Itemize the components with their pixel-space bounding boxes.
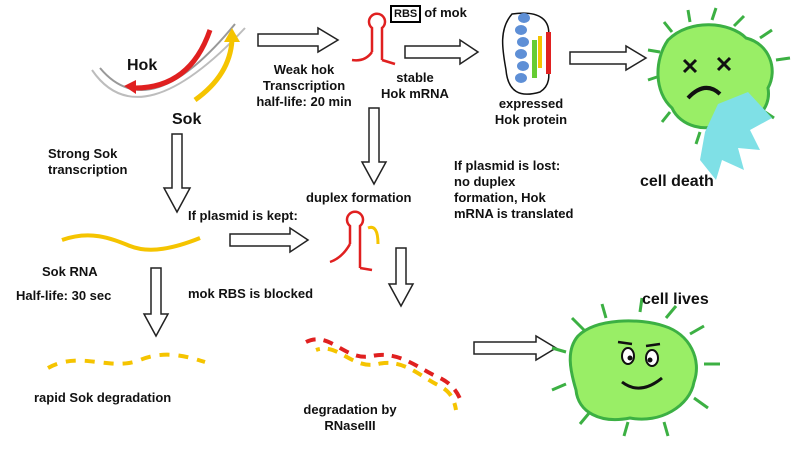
cell-death-label: cell death bbox=[640, 173, 714, 190]
sok-rna-wave bbox=[61, 233, 201, 252]
weak-hok-line3: half-life: 20 min bbox=[256, 94, 352, 109]
expressed-line2: Hok protein bbox=[494, 112, 568, 127]
rbs-text: RBS bbox=[218, 286, 246, 301]
arrow-hairpin-down bbox=[360, 107, 388, 186]
arrow-degr-right bbox=[473, 334, 558, 362]
rnase-degradation-label: degradation by RNaseIII bbox=[290, 402, 410, 434]
stable-hok-mrna: stable Hok mRNA bbox=[375, 70, 455, 102]
rapid-sok-degradation-label: rapid Sok degradation bbox=[34, 390, 172, 405]
is-blocked-text: is blocked bbox=[249, 286, 314, 301]
happy-face bbox=[617, 340, 663, 390]
degraded-sok-dashes bbox=[47, 352, 206, 370]
weak-hok-line1: Weak hok bbox=[273, 62, 335, 77]
arrow-sok-down bbox=[162, 133, 192, 214]
arrow-sokrna-down bbox=[142, 267, 170, 338]
hok-label: Hok bbox=[127, 57, 158, 74]
mok-text: mok bbox=[188, 286, 215, 301]
hok-mrna-hairpin bbox=[351, 12, 396, 66]
plasmid-lost-line2: no duplex bbox=[454, 174, 516, 189]
cell-lives-label: cell lives bbox=[642, 291, 709, 308]
dead-face bbox=[682, 56, 732, 100]
weak-hok-transcription: Weak hok Transcription half-life: 20 min bbox=[244, 62, 364, 110]
strong-sok-line1: Strong Sok bbox=[48, 146, 118, 161]
degraded-duplex bbox=[305, 337, 464, 411]
sok-rna-label: Sok RNA bbox=[42, 264, 98, 279]
stable-line2: Hok mRNA bbox=[381, 86, 449, 101]
dying-cell bbox=[647, 7, 791, 180]
arrow-hairpin-to-protein bbox=[404, 38, 480, 66]
plasmid-lost-line1: If plasmid is lost: bbox=[454, 158, 561, 173]
hok-gene-arrow bbox=[134, 29, 213, 91]
duplex-formation-label: duplex formation bbox=[306, 190, 412, 205]
duplex-hairpin bbox=[329, 210, 380, 272]
plasmid-arcs bbox=[91, 23, 246, 103]
plasmid-lost-note: If plasmid is lost: no duplex formation,… bbox=[454, 158, 573, 222]
sok-half-life-label: Half-life: 30 sec bbox=[16, 288, 112, 303]
arrow-kept-right bbox=[229, 226, 310, 254]
rbs-box: RBS bbox=[390, 5, 422, 23]
expressed-line1: expressed bbox=[498, 96, 564, 111]
arrow-protein-to-death bbox=[569, 44, 648, 72]
arrow-duplex-down bbox=[387, 247, 415, 308]
degradation-line2: RNaseIII bbox=[324, 418, 376, 433]
plasmid-lost-line3: formation, Hok bbox=[454, 190, 546, 205]
hok-protein bbox=[501, 12, 551, 95]
living-cell bbox=[551, 297, 720, 437]
plasmid-lost-line4: mRNA is translated bbox=[454, 206, 574, 221]
hok-arrowhead bbox=[124, 80, 136, 94]
flow-arrows bbox=[142, 26, 648, 362]
sok-gene-arrow bbox=[193, 39, 235, 103]
strong-sok-transcription: Strong Sok transcription bbox=[48, 146, 127, 178]
expressed-hok-protein: expressed Hok protein bbox=[486, 96, 576, 128]
of-mok-text: of mok bbox=[424, 5, 467, 20]
sok-label: Sok bbox=[172, 111, 202, 128]
degradation-line1: degradation by bbox=[303, 402, 397, 417]
mok-rbs-blocked: mok RBS is blocked bbox=[188, 286, 313, 302]
strong-sok-line2: transcription bbox=[48, 162, 128, 177]
sok-arrowhead bbox=[224, 28, 240, 42]
plasmid-kept-label: If plasmid is kept: bbox=[188, 208, 298, 223]
arrow-hok-to-hairpin bbox=[257, 26, 340, 54]
stable-line1: stable bbox=[396, 70, 434, 85]
weak-hok-line2: Transcription bbox=[262, 78, 346, 93]
